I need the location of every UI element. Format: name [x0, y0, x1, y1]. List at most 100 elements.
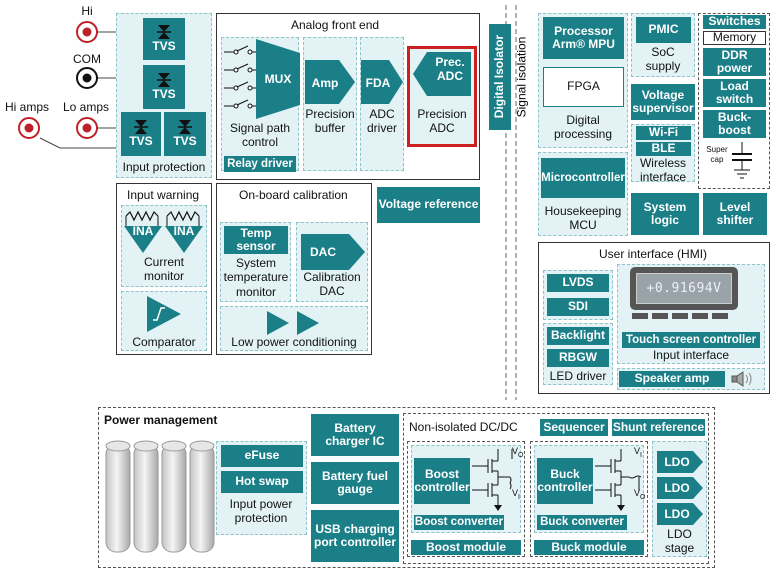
ldo-shape-2 — [657, 477, 703, 499]
buck-vo-text: V — [634, 488, 641, 498]
super-cap-icon — [732, 142, 752, 179]
precision-adc-text: Precision ADC — [417, 107, 467, 136]
ddr-power-tile: DDR power — [703, 48, 766, 76]
speaker-amp-tile: Speaker amp — [619, 371, 725, 387]
tvs-label: TVS — [152, 39, 176, 54]
onboard-calibration-title: On-board calibration — [239, 188, 348, 202]
signal-path-control-label: Signal path control — [224, 121, 296, 150]
current-monitor-text: Current monitor — [143, 255, 184, 284]
digital-isolator-text: Digital Isolator — [492, 35, 507, 119]
low-power-conditioning-label: Low power conditioning — [231, 335, 357, 349]
signal-isolation-label: Signal isolation — [510, 24, 532, 130]
com-label: COM — [73, 52, 101, 66]
ldo-label-3: LDO — [664, 507, 690, 521]
signal-path-control-text: Signal path control — [229, 121, 291, 150]
ddr-power-text: DDR power — [716, 47, 753, 75]
amp-shape — [305, 60, 355, 104]
voltage-supervisor-text: Voltage supervisor — [632, 87, 694, 115]
pmic-tile: PMIC — [636, 17, 691, 43]
tvs-tile-2: TVS — [143, 65, 185, 109]
com-terminal-icon — [76, 67, 98, 89]
input-protection-label: Input protection — [122, 160, 206, 174]
temp-sensor-tile: Temp sensor — [224, 226, 288, 254]
battery-charger-ic-tile: Battery charger IC — [311, 414, 399, 456]
buck-vo-sub: O — [640, 493, 646, 501]
battery-charger-ic-text: Battery charger IC — [325, 420, 385, 448]
tvs-diode-icon — [134, 120, 148, 135]
tvs-tile-1: TVS — [143, 18, 185, 60]
sequencer-tile: Sequencer — [540, 419, 608, 436]
processor-text: Processor Arm® MPU — [552, 23, 615, 51]
buck-vo-label: VO — [634, 488, 645, 502]
wifi-tile: Wi-Fi — [636, 126, 691, 140]
precision-buffer-text: Precision buffer — [305, 107, 355, 136]
led-driver-label: LED driver — [549, 369, 607, 383]
amp-label: Amp — [311, 76, 339, 90]
current-monitor-label: Current monitor — [125, 255, 203, 284]
rbgw-tile: RBGW — [547, 349, 609, 367]
input-interface-label: Input interface — [652, 348, 730, 362]
input-power-protection-label: Input power protection — [218, 497, 304, 526]
tvs-tile-4: TVS — [164, 112, 206, 156]
fda-label: FDA — [365, 76, 391, 90]
ldo-stage-label: LDO stage — [652, 527, 707, 556]
processor-tile: Processor Arm® MPU — [543, 17, 624, 59]
usb-charging-text: USB charging port controller — [313, 521, 396, 549]
system-temperature-monitor-text: System temperature monitor — [223, 256, 289, 299]
tvs-diode-icon — [157, 25, 171, 40]
buck-boost-text: Buck-boost — [717, 109, 752, 137]
conditioning-buffers-icon — [267, 311, 319, 335]
fpga-tile: FPGA — [543, 67, 624, 107]
level-shifter-tile: Level shifter — [703, 193, 767, 235]
signal-isolation-text: Signal isolation — [514, 36, 528, 118]
digital-isolator-tile: Digital Isolator — [489, 24, 511, 130]
battery-fuel-gauge-text: Battery fuel gauge — [321, 468, 389, 496]
analog-front-end-title: Analog front end — [291, 18, 380, 32]
battery-icon — [105, 440, 215, 553]
fda-region — [360, 37, 404, 171]
ina-label-1: INA — [132, 224, 154, 238]
input-power-protection-text: Input power protection — [229, 497, 293, 526]
boost-vi-sub: I — [518, 493, 520, 501]
adc-driver-label: ADC driver — [362, 107, 402, 136]
ldo-stage-text: LDO stage — [664, 527, 695, 556]
dac-shape — [301, 234, 365, 270]
ina-shape-2 — [165, 210, 203, 253]
voltage-reference-tile: Voltage reference — [377, 187, 480, 223]
lo-amps-terminal-icon — [76, 117, 98, 139]
mux-shape — [256, 39, 300, 119]
calibration-dac-text: Calibration DAC — [303, 270, 361, 299]
buck-module-tile: Buck module — [534, 540, 644, 555]
buck-switch-icon — [595, 449, 642, 511]
tvs-tile-3: TVS — [121, 112, 161, 156]
boost-vo-label: VO — [512, 446, 523, 460]
buck-vi-sub: I — [640, 451, 642, 459]
display-panel: +0.91694V — [636, 273, 732, 304]
ble-tile: BLE — [636, 142, 691, 156]
load-switch-tile: Load switch — [703, 79, 766, 107]
wireless-interface-text: Wireless interface — [639, 156, 687, 185]
digital-processing-label: Digital processing — [540, 113, 626, 142]
soc-supply-label: SoC supply — [633, 45, 693, 74]
lo-amps-label: Lo amps — [62, 100, 110, 114]
precision-adc-label: Precision ADC — [410, 107, 474, 136]
amp-region — [303, 37, 357, 171]
hi-label: Hi — [81, 4, 93, 18]
ina-label-2: INA — [173, 224, 195, 238]
buck-controller-text: Buck controller — [537, 466, 593, 494]
boost-controller-text: Boost controller — [414, 466, 470, 494]
super-cap-label: Super cap — [703, 145, 731, 164]
buck-converter-tile: Buck converter — [537, 515, 627, 530]
ldo-shape-1 — [657, 451, 703, 473]
touch-screen-controller-tile: Touch screen controller — [622, 332, 760, 348]
display-value: +0.91694V — [646, 281, 722, 296]
wireless-interface-label: Wireless interface — [633, 156, 693, 185]
hi-amps-label: Hi amps — [4, 100, 49, 114]
system-temperature-monitor-label: System temperature monitor — [220, 256, 292, 299]
soc-supply-text: SoC supply — [645, 45, 681, 74]
relay-switches-icon — [224, 45, 258, 109]
prec-adc-label: Prec. ADC — [430, 55, 470, 84]
tvs-label: TVS — [152, 87, 176, 102]
boost-switch-icon — [472, 449, 513, 511]
